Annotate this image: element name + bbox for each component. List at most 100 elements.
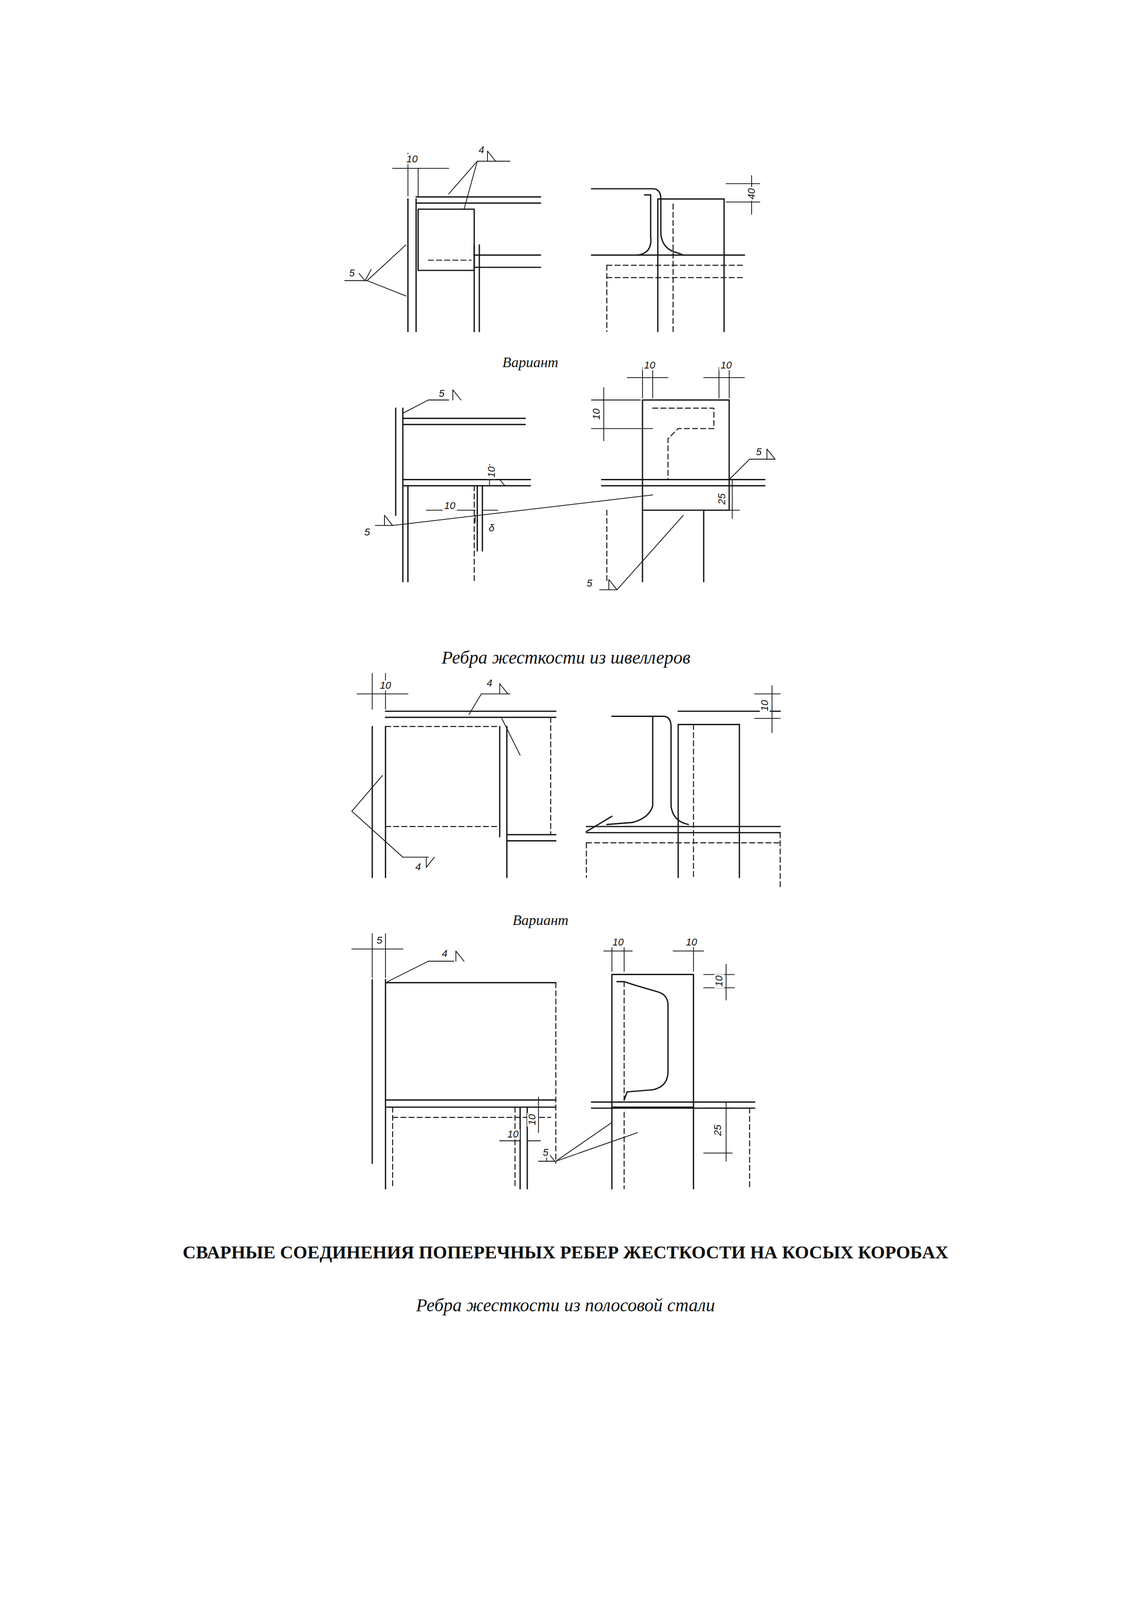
strip-rib-variant-front-view <box>652 408 714 480</box>
weld-leg: 5 <box>363 527 372 538</box>
strip-rib-side-view <box>473 244 475 332</box>
channel-rib-side-view <box>469 693 482 715</box>
strip-rib-variant-front-view <box>718 367 720 398</box>
strip-rib-variant-side-view <box>402 484 531 487</box>
strip-rib-side-view <box>487 150 496 161</box>
channel-rib-variant-front-view <box>591 1101 755 1103</box>
strip-rib-side-view <box>392 167 449 169</box>
strip-rib-variant-side-view <box>452 389 462 400</box>
channel-rib-variant-front-view <box>725 1101 727 1162</box>
channel-rib-side-view <box>506 834 556 836</box>
channel-rib-front-view <box>612 716 689 825</box>
strip-rib-front-view <box>657 198 724 200</box>
strip-rib-side-view <box>367 280 406 296</box>
strip-rib-variant-side-view <box>474 515 476 523</box>
channel-rib-side-view <box>385 825 500 827</box>
strip-rib-variant-side-view <box>402 417 525 420</box>
channel-rib-variant-side-view <box>387 960 429 982</box>
channel-rib-variant-side-view <box>385 981 556 984</box>
strip-rib-variant-front-view <box>749 458 776 460</box>
channel-rib-variant-side-view <box>555 982 557 1163</box>
dimension: 10 <box>527 1112 538 1127</box>
strip-rib-front-view <box>672 203 674 332</box>
strip-rib-variant-front-view <box>641 510 644 582</box>
strip-rib-front-view <box>591 187 653 190</box>
weld-leg: 4 <box>440 948 449 959</box>
dimension: 10 <box>642 360 657 371</box>
strip-rib-variant-side-view <box>402 423 525 426</box>
strip-rib-variant-front-view <box>601 484 765 487</box>
channel-rib-variant-front-view <box>703 1107 733 1109</box>
variant-label: Вариант <box>501 354 561 370</box>
channel-rib-variant-side-view <box>456 950 465 961</box>
channel-rib-variant-front-view <box>611 943 613 971</box>
channel-rib-variant-side-view <box>352 948 404 950</box>
strip-rib-variant-side-view <box>394 408 397 516</box>
channel-rib-variant-side-view <box>352 933 556 1189</box>
strip-rib-side-view <box>415 202 541 204</box>
strip-rib-side-view <box>417 168 419 196</box>
strip-rib-variant-front-view <box>731 479 733 519</box>
strip-rib-side-view <box>407 198 409 332</box>
channel-rib-front-view <box>678 723 740 726</box>
strip-rib-side-view <box>415 198 417 332</box>
strip-rib-variant-side-view <box>402 408 404 582</box>
strip-rib-variant-front-view <box>375 524 393 526</box>
strip-rib-variant-side-view <box>483 509 498 511</box>
strip-rib-front-view <box>607 264 745 266</box>
channel-rib-side-view <box>549 717 551 835</box>
channel-rib-variant-front-view <box>617 981 669 1100</box>
strip-rib-variant-front-view <box>603 387 605 441</box>
dimension: 10 <box>759 698 770 713</box>
channel-rib-side-view <box>498 726 501 837</box>
channel-rib-variant-side-view <box>538 1096 540 1133</box>
channel-rib-front-view <box>586 816 613 832</box>
strip-rib-variant-side-view <box>402 478 531 481</box>
channel-rib-variant-front-view <box>538 943 755 1189</box>
channel-rib-side-view <box>385 726 500 727</box>
strip-rib-variant-front-view <box>606 510 608 582</box>
strip-rib-variant-front-view <box>627 377 668 379</box>
strip-rib-variant-front-view <box>713 485 740 487</box>
strip-rib-front-view <box>591 254 745 256</box>
channel-rib-variant-front-view <box>703 1152 733 1154</box>
strip-rib-variant-front-view <box>728 367 730 398</box>
strip-rib-variant-front-view <box>729 459 750 480</box>
channel-rib-variant-side-view <box>519 1106 521 1189</box>
weld-leg: 5 <box>347 268 356 279</box>
channel-rib-variant-side-view <box>527 1140 541 1142</box>
channel-rib-variant-side-view <box>371 979 374 1164</box>
channel-rib-side-view <box>352 775 383 811</box>
strip-rib-front-view <box>726 201 760 203</box>
dimension: 10 <box>378 680 393 691</box>
channel-rib-side-view <box>357 693 409 695</box>
weld-leg: 4 <box>485 678 494 689</box>
strip-rib-variant-front-view <box>652 367 654 398</box>
channel-rib-front-view <box>586 825 781 828</box>
channel-rib-front-view <box>586 842 587 878</box>
strip-rib-variant-front-view <box>703 377 745 379</box>
strip-rib-variant-front-view <box>392 494 653 526</box>
channel-rib-front-view <box>754 717 781 719</box>
channel-rib-variant-front-view <box>673 950 704 952</box>
channel-rib-variant-front-view <box>692 1106 695 1189</box>
strip-rib-variant-side-view <box>402 399 429 414</box>
dimension: 5 <box>375 935 384 946</box>
strip-rib-variant-front-view <box>384 515 393 526</box>
channel-rib-side-view <box>481 693 511 695</box>
dimension: 10 <box>684 937 699 948</box>
strip-rib-side-view <box>477 160 511 162</box>
channel-rib-variant-side-view <box>428 960 454 962</box>
channel-rib-variant-side-view <box>384 979 387 1189</box>
channel-rib-variant-front-view <box>591 1107 755 1109</box>
weld-leg: 4 <box>477 145 486 156</box>
strip-rib-variant-front-view <box>591 399 641 401</box>
strip-rib-variant-front-view <box>591 428 653 430</box>
strip-rib-variant-front-view <box>642 399 730 511</box>
channel-rib-side-view <box>352 673 556 878</box>
strip-rib-front-view <box>591 175 760 332</box>
channel-rib-side-view <box>371 726 374 878</box>
channel-rib-variant-side-view <box>514 1106 516 1189</box>
